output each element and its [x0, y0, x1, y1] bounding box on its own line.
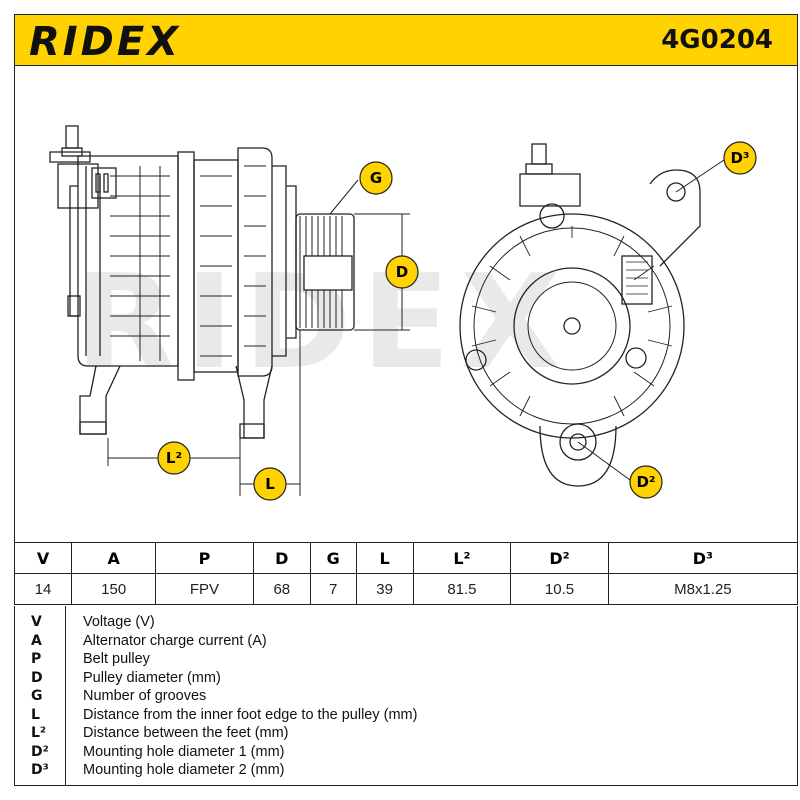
legend-description: Pulley diameter (mm)	[83, 669, 221, 686]
callout-d	[385, 255, 419, 289]
spec-value-v: 14	[13, 573, 73, 605]
callout-l2-label: L²	[166, 449, 182, 467]
legend-description: Alternator charge current (A)	[83, 632, 267, 649]
legend-description: Number of grooves	[83, 688, 207, 704]
legend-symbol: L	[31, 706, 40, 723]
legend-symbol: V	[31, 614, 42, 630]
spec-header-d3: D³	[607, 542, 799, 574]
specs-table: V A P D G L L² D² D³ 14 150 FPV 68 7 39 …	[13, 542, 799, 605]
legend-divider	[65, 606, 66, 786]
legend-row: G Number of grooves	[15, 688, 799, 707]
legend-row: P Belt pulley	[15, 651, 799, 670]
callout-d3-label: D³	[730, 149, 749, 167]
spec-value-d3: M8x1.25	[607, 573, 799, 605]
legend-symbol: D	[31, 669, 43, 686]
callout-d3	[723, 141, 757, 175]
specs-header-row: V A P D G L L² D² D³	[13, 542, 799, 574]
callout-g-label: G	[370, 169, 382, 187]
part-number: 4G0204	[661, 25, 773, 55]
specs-value-row: 14 150 FPV 68 7 39 81.5 10.5 M8x1.25	[13, 573, 799, 605]
brand-logo: RIDEX	[29, 19, 182, 65]
legend-row: D³ Mounting hole diameter 2 (mm)	[15, 762, 799, 781]
spec-header-l2: L²	[412, 542, 512, 574]
legend-row: D² Mounting hole diameter 1 (mm)	[15, 744, 799, 763]
callout-l2	[157, 441, 191, 475]
callout-l	[253, 467, 287, 501]
spec-header-p: P	[155, 542, 254, 574]
legend-symbol: D³	[31, 762, 49, 778]
spec-header-v: V	[13, 542, 73, 574]
spec-header-d2: D²	[510, 542, 609, 574]
alternator-side-view	[49, 125, 355, 439]
spec-header-d: D	[252, 542, 311, 574]
callout-l-label: L	[265, 475, 275, 493]
spec-value-p: FPV	[155, 573, 254, 605]
legend-description: Belt pulley	[83, 651, 150, 667]
spec-header-l: L	[355, 542, 414, 574]
legend-row: V Voltage (V)	[15, 614, 799, 633]
legend-symbol: D²	[31, 743, 49, 760]
legend-symbol: L²	[31, 725, 47, 741]
legend-row: L² Distance between the feet (mm)	[15, 725, 799, 744]
legend-row: D Pulley diameter (mm)	[15, 670, 799, 689]
legend-row: L Distance from the inner foot edge to t…	[15, 707, 799, 726]
legend-box: V Voltage (V) A Alternator charge curren…	[14, 606, 798, 786]
legend-description: Distance from the inner foot edge to the…	[83, 706, 418, 723]
callout-d-label: D	[396, 263, 408, 281]
legend-symbol: G	[31, 688, 43, 704]
header-bar: RIDEX 4G0204	[14, 14, 798, 66]
spec-header-a: A	[71, 542, 157, 574]
legend-row: A Alternator charge current (A)	[15, 633, 799, 652]
alternator-drawing: G D D³ D² L² L	[49, 125, 757, 501]
spec-value-d2: 10.5	[510, 573, 609, 605]
spec-value-g: 7	[309, 573, 357, 605]
legend-description: Distance between the feet (mm)	[83, 725, 289, 741]
spec-value-l2: 81.5	[412, 573, 512, 605]
legend-description: Mounting hole diameter 1 (mm)	[83, 743, 285, 760]
callout-d2-label: D²	[636, 473, 655, 491]
callout-g	[359, 161, 393, 195]
legend-description: Mounting hole diameter 2 (mm)	[83, 762, 285, 778]
spec-header-g: G	[309, 542, 357, 574]
spec-value-a: 150	[71, 573, 157, 605]
spec-value-d: 68	[252, 573, 311, 605]
legend-symbol: P	[31, 651, 42, 667]
callout-d2	[629, 465, 663, 499]
alternator-front-view	[459, 143, 701, 487]
spec-value-l: 39	[355, 573, 414, 605]
legend-symbol: A	[31, 632, 42, 649]
legend-description: Voltage (V)	[83, 614, 155, 630]
